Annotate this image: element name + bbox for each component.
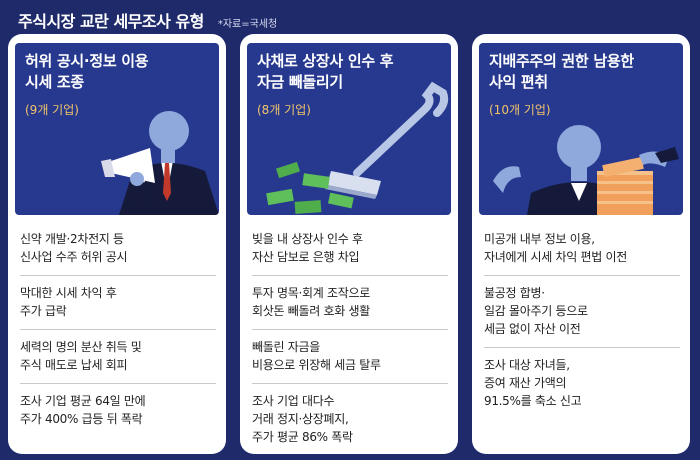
list-item: 투자 명목·회계 조작으로 회삿돈 빼돌려 호화 생활 [252,276,448,330]
list-item: 세력의 명의 분산 취득 및 주식 매도로 납세 회피 [20,330,216,384]
company-count: (10개 기업) [489,103,551,117]
list-item: 빼돌린 자금을 비용으로 위장해 세금 탈루 [252,330,448,384]
card-items: 신약 개발·2차전지 등 신사업 수주 허위 공시 막대한 시세 차익 후 주가… [20,222,216,437]
card-items: 빚을 내 상장사 인수 후 자산 담보로 은행 차입 투자 명목·회계 조작으로… [252,222,448,454]
shareholder-money-illustration [493,125,679,215]
illustration-panel: 사채로 상장사 인수 후 자금 빼돌리기 (8개 기업) [247,43,451,215]
card-title: 사채로 상장사 인수 후 자금 빼돌리기 [257,52,394,91]
card-title: 지배주주의 권한 남용한 사익 편취 [489,52,634,91]
list-item: 빚을 내 상장사 인수 후 자산 담보로 은행 차입 [252,222,448,276]
card-items: 미공개 내부 정보 이용, 자녀에게 시세 차익 편법 이전 불공정 합병· 일… [484,222,680,419]
card-title: 허위 공시·정보 이용 시세 조종 [25,52,149,91]
list-item: 불공정 합병· 일감 몰아주기 등으로 세금 없이 자산 이전 [484,276,680,348]
list-item: 미공개 내부 정보 이용, 자녀에게 시세 차익 편법 이전 [484,222,680,276]
vacuum-money-illustration [266,81,449,214]
illustration-panel: 허위 공시·정보 이용 시세 조종 (9개 기업) [15,43,219,215]
list-item: 신약 개발·2차전지 등 신사업 수주 허위 공시 [20,222,216,276]
card-private-loan-acquisition: 사채로 상장사 인수 후 자금 빼돌리기 (8개 기업) 빚을 내 상장사 인수… [240,34,458,454]
company-count: (9개 기업) [25,103,79,117]
header: 주식시장 교란 세무조사 유형 *자료=국세청 [18,8,277,32]
list-item: 조사 기업 평균 64일 만에 주가 400% 급등 뒤 폭락 [20,394,146,426]
source-note: *자료=국세청 [217,19,278,30]
list-item: 조사 기업 대다수 거래 정지·상장폐지, 주가 평균 86% 폭락 [252,394,353,444]
card-stock-manipulation: 허위 공시·정보 이용 시세 조종 (9개 기업) 신약 개발·2차전지 등 신… [8,34,226,454]
list-item: 막대한 시세 차익 후 주가 급락 [20,276,216,330]
list-item: 조사 대상 자녀들, 증여 재산 가액의 91.5%를 축소 신고 [484,358,582,408]
page-title: 주식시장 교란 세무조사 유형 [18,12,204,31]
card-controlling-shareholder-abuse: 지배주주의 권한 남용한 사익 편취 (10개 기업) 미공개 내부 정보 이용… [472,34,690,454]
illustration-panel: 지배주주의 권한 남용한 사익 편취 (10개 기업) [479,43,683,215]
megaphone-man-illustration [101,111,219,215]
company-count: (8개 기업) [257,103,311,117]
